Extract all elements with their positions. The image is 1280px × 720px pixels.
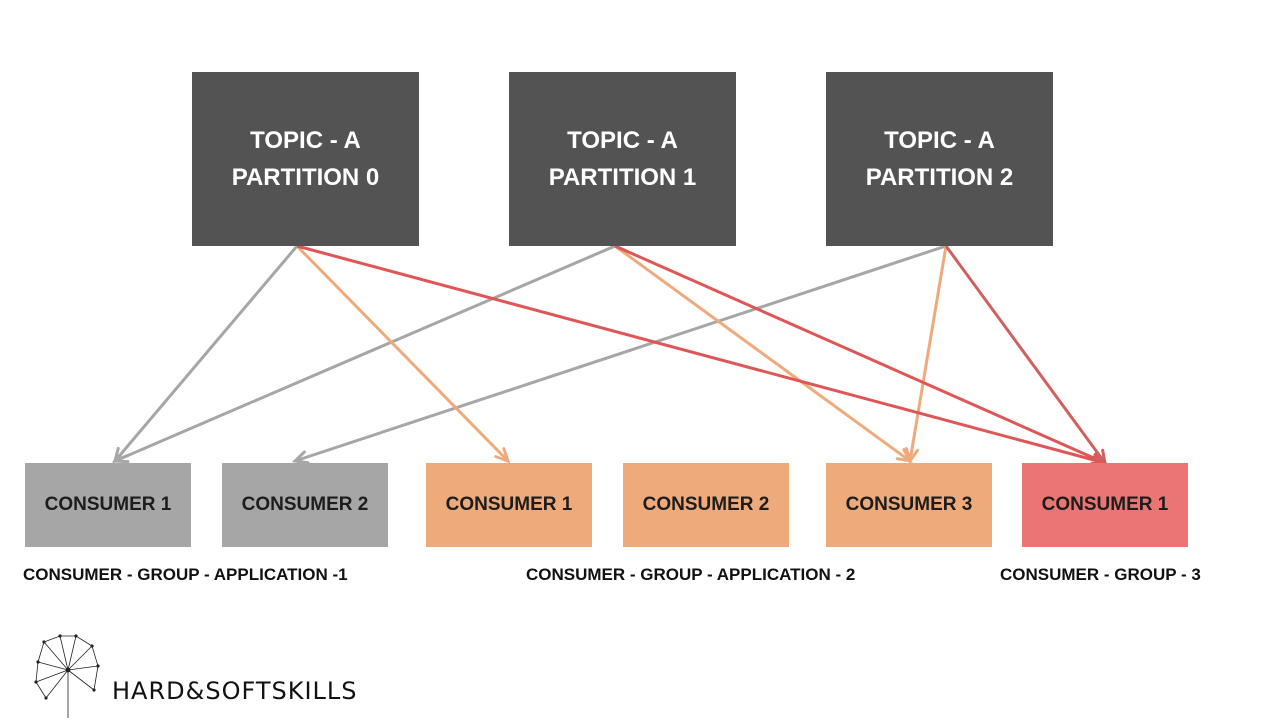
connection-arrow: [113, 245, 299, 462]
consumer-label: CONSUMER 2: [642, 494, 770, 515]
consumer-box: CONSUMER 1: [25, 463, 191, 547]
topic-partition-2: TOPIC - A PARTITION 2: [826, 72, 1053, 246]
connection-arrow: [294, 244, 947, 463]
dandelion-icon: [34, 634, 100, 718]
brand-name: HARD&SOFTSKILLS: [112, 677, 358, 705]
group-label-application-1: CONSUMER - GROUP - APPLICATION -1: [23, 565, 348, 584]
topic-title: TOPIC - A: [250, 127, 361, 154]
connection-arrow: [114, 244, 616, 463]
connection-arrow: [614, 244, 1106, 465]
consumer-label: CONSUMER 1: [44, 494, 172, 515]
consumer-box: CONSUMER 2: [623, 463, 789, 547]
group-label-application-2: CONSUMER - GROUP - APPLICATION - 2: [526, 565, 856, 584]
consumer-label: CONSUMER 1: [1041, 494, 1169, 515]
connection-arrow: [296, 244, 1106, 465]
arrowhead: [904, 447, 920, 465]
connection-arrow: [908, 245, 948, 462]
consumer-box: CONSUMER 1: [426, 463, 592, 547]
consumer-box: CONSUMER 2: [222, 463, 388, 547]
topic-partition-1: TOPIC - A PARTITION 1: [509, 72, 736, 246]
connection-arrow: [944, 245, 1107, 464]
consumer-label: CONSUMER 2: [241, 494, 369, 515]
arrowhead: [494, 447, 511, 464]
connection-arrow: [614, 244, 911, 463]
arrowhead: [291, 450, 310, 465]
topic-title: TOPIC - A: [884, 127, 995, 154]
topic-partition-0: TOPIC - A PARTITION 0: [192, 72, 419, 246]
partition-label: PARTITION 0: [231, 164, 380, 191]
group-label-group-3: CONSUMER - GROUP - 3: [1000, 565, 1201, 584]
consumer-box: CONSUMER 3: [826, 463, 992, 547]
connection-arrow: [295, 244, 510, 463]
partition-label: PARTITION 1: [548, 164, 697, 191]
consumer-box: CONSUMER 1: [1022, 463, 1188, 547]
topic-title: TOPIC - A: [567, 127, 678, 154]
consumer-label: CONSUMER 1: [445, 494, 573, 515]
arrowhead: [111, 449, 130, 464]
consumer-label: CONSUMER 3: [845, 494, 973, 515]
partition-label: PARTITION 2: [865, 164, 1014, 191]
